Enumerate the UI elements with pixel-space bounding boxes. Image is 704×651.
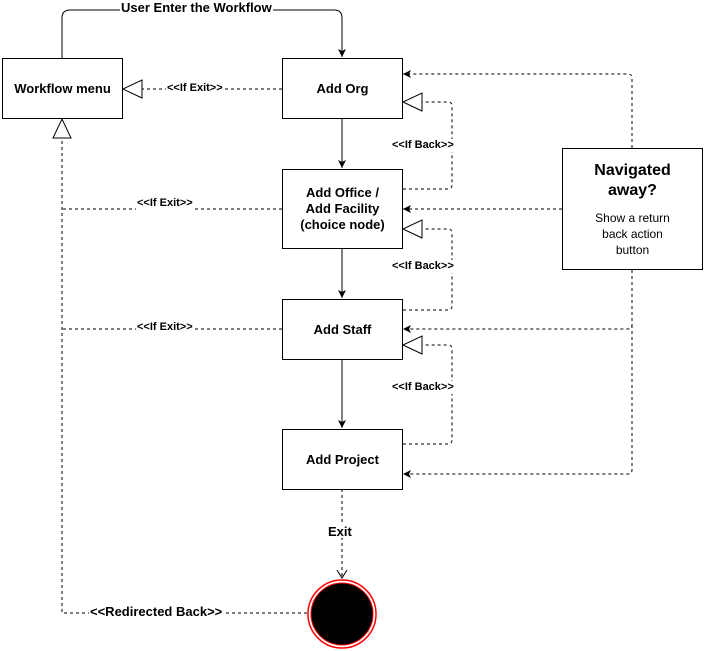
note-body-line: Show a return — [595, 211, 670, 225]
node-workflow-menu[interactable]: Workflow menu — [2, 58, 123, 119]
label-office-if-back: <<If Back>> — [391, 139, 455, 152]
label-org-if-exit: <<If Exit>> — [166, 82, 224, 95]
node-add-office[interactable]: Add Office / Add Facility (choice node) — [282, 169, 403, 249]
node-add-office-line: (choice node) — [300, 217, 385, 232]
label-redirected-back: <<Redirected Back>> — [89, 604, 224, 619]
node-add-staff-label: Add Staff — [313, 321, 372, 337]
edge-nav-to-project — [403, 325, 633, 478]
edge-redirected-back — [52, 117, 307, 614]
edge-nav-to-org — [403, 70, 633, 148]
note-title-line: away? — [608, 182, 657, 199]
node-add-org[interactable]: Add Org — [282, 58, 403, 119]
node-add-office-line: Add Facility — [305, 201, 380, 216]
label-staff-if-exit: <<If Exit>> — [136, 321, 194, 334]
label-staff-if-back: <<If Back>> — [391, 260, 455, 273]
node-add-staff[interactable]: Add Staff — [282, 299, 403, 360]
edge-user-enter — [61, 9, 346, 58]
note-body: Show a return back action button — [563, 210, 702, 258]
node-add-project-label: Add Project — [306, 451, 379, 467]
node-add-project[interactable]: Add Project — [282, 429, 403, 490]
label-exit: Exit — [327, 524, 353, 539]
note-body-line: back action — [602, 227, 663, 241]
node-add-office-line: Add Office / — [306, 185, 379, 200]
end-state — [310, 582, 374, 646]
label-office-if-exit: <<If Exit>> — [136, 197, 194, 210]
note-title-line: Navigated — [594, 162, 671, 179]
edge-nav-to-staff — [403, 270, 633, 333]
node-workflow-menu-label: Workflow menu — [14, 80, 111, 96]
label-project-if-back: <<If Back>> — [391, 381, 455, 394]
node-add-org-label: Add Org — [316, 80, 369, 96]
label-user-enter: User Enter the Workflow — [120, 0, 273, 15]
note-title: Navigated away? — [563, 161, 702, 201]
note-navigated-away[interactable]: Navigated away? Show a return back actio… — [562, 148, 703, 270]
note-body-line: button — [615, 243, 650, 257]
edge-project-back — [401, 335, 453, 445]
